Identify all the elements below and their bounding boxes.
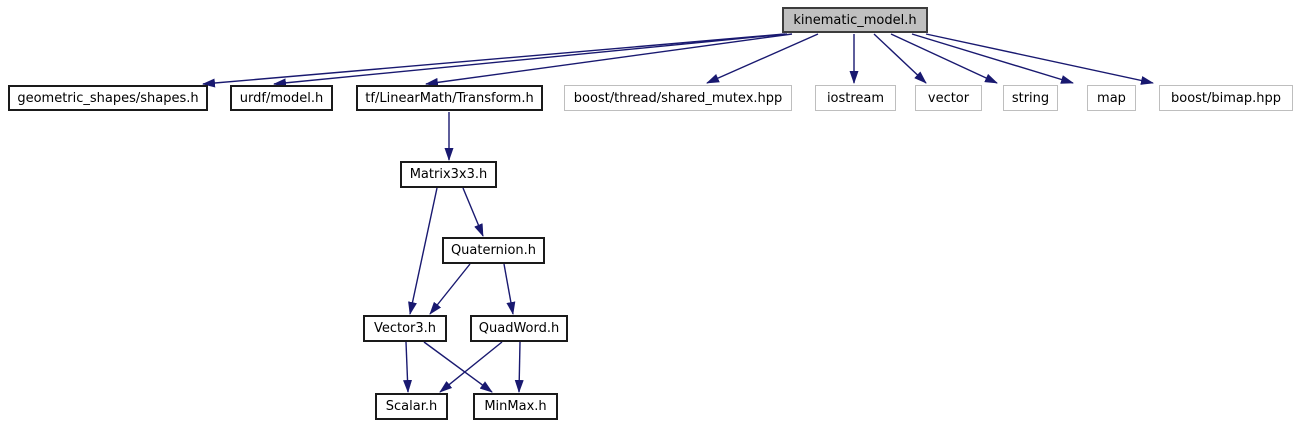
node-minmax[interactable]: MinMax.h	[473, 393, 558, 420]
edge-quadword-to-scalar	[439, 341, 503, 393]
node-urdf-model[interactable]: urdf/model.h	[230, 85, 333, 111]
node-geometric-shapes[interactable]: geometric_shapes/shapes.h	[8, 85, 208, 111]
edge-quaternion-to-quadword	[503, 263, 516, 315]
node-boost-bimap: boost/bimap.hpp	[1159, 85, 1293, 111]
node-matrix3x3[interactable]: Matrix3x3.h	[400, 161, 497, 188]
edge-vector3-to-minmax	[423, 341, 493, 393]
node-quadword[interactable]: QuadWord.h	[470, 315, 568, 342]
node-quaternion[interactable]: Quaternion.h	[442, 237, 545, 264]
node-map: map	[1087, 85, 1136, 111]
edge-kinematic_model-to-vector	[873, 33, 927, 84]
node-boost-shared-mutex: boost/thread/shared_mutex.hpp	[564, 85, 792, 111]
edge-matrix3x3-to-quaternion	[462, 187, 484, 237]
node-vector: vector	[915, 85, 982, 111]
edge-kinematic_model-to-tf_transform	[425, 33, 793, 87]
node-scalar[interactable]: Scalar.h	[375, 393, 448, 420]
node-iostream: iostream	[815, 85, 896, 111]
edge-matrix3x3-to-vector3	[408, 187, 438, 315]
edge-kinematic_model-to-boost_shared_mutex	[706, 33, 819, 84]
node-string: string	[1003, 85, 1058, 111]
edge-vector3-to-scalar	[403, 341, 413, 393]
edge-kinematic_model-to-boost_bimap	[925, 33, 1154, 85]
edge-kinematic_model-to-geometric_shapes	[202, 33, 786, 88]
edge-quadword-to-minmax	[514, 341, 524, 393]
node-tf-transform[interactable]: tf/LinearMath/Transform.h	[356, 85, 543, 111]
edge-kinematic_model-to-urdf_model	[273, 33, 788, 88]
edge-kinematic_model-to-map	[911, 33, 1074, 84]
edge-quaternion-to-vector3	[429, 263, 471, 315]
node-vector3[interactable]: Vector3.h	[363, 315, 447, 342]
edge-kinematic_model-to-string	[890, 33, 998, 84]
node-kinematic-model: kinematic_model.h	[782, 7, 928, 33]
